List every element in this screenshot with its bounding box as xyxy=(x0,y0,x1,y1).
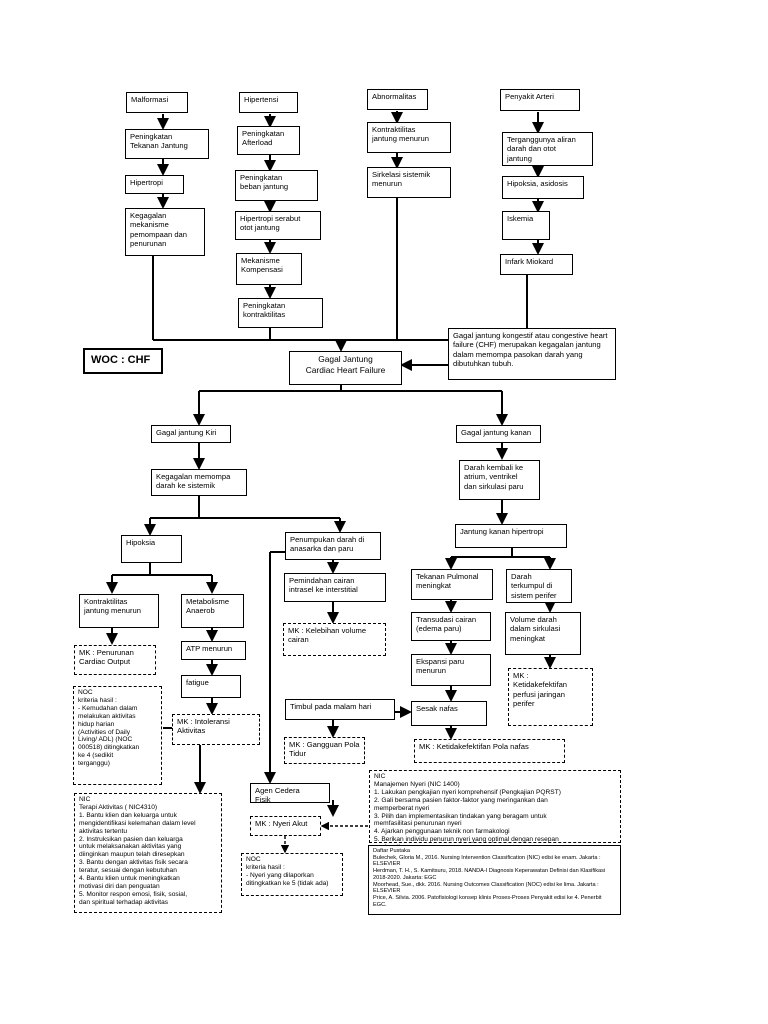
node-penyakit-arteri: Penyakit Arteri xyxy=(500,89,580,111)
node-peningkatan-tekanan: Peningkatan Tekanan Jantung xyxy=(125,129,209,159)
node-mekanisme-kompensasi: Mekanisme Kompensasi xyxy=(236,253,302,285)
mk-nyeri-akut: MK : Nyeri Akut xyxy=(250,816,321,836)
mk-kelebihan-volume: MK : Kelebihan volume cairan xyxy=(283,623,386,656)
node-hipertropi-serabut: Hipertropi serabut otot jantung xyxy=(235,211,321,240)
nic-manajemen-nyeri: NIC Manajemen Nyeri (NIC 1400) 1. Lakuka… xyxy=(369,770,621,851)
mk-perfusi-perifer: MK : Ketidakefektifan perfusi jaringan p… xyxy=(508,668,593,726)
node-abnormalitas: Abnormalitas xyxy=(367,89,428,110)
node-gagal-kiri: Gagal jantung Kiri xyxy=(151,425,231,443)
node-darah-kembali: Darah kembali ke atrium, ventrikel dan s… xyxy=(459,460,540,500)
node-atp-menurun: ATP menurun xyxy=(181,641,246,660)
node-hipertensi: Hipertensi xyxy=(239,92,298,113)
nic-terapi-aktivitas: NIC Terapi Aktivitas ( NIC4310) 1. Bantu… xyxy=(74,793,222,913)
node-hipoksia: Hipoksia xyxy=(121,535,182,563)
node-kegagalan-mekanisme: Kegagalan mekanisme pemompaan dan penuru… xyxy=(125,208,205,256)
mk-gangguan-pola-tidur: MK : Gangguan Pola Tidur xyxy=(284,737,365,764)
mk-pola-nafas: MK : Ketidakefektifan Pola nafas xyxy=(414,739,565,763)
node-iskemia: Iskemia xyxy=(502,211,550,240)
node-timbul-malam: Timbul pada malam hari xyxy=(285,699,395,720)
node-peningkatan-afterload: Peningkatan Afterload xyxy=(237,126,300,155)
node-kontraktilitas-top: Kontraktilitas jantung menurun xyxy=(367,122,451,153)
daftar-pustaka: Daftar Pustaka Bulechek, Gloria M., 2016… xyxy=(368,845,621,915)
node-jantung-kanan-hipertropi: Jantung kanan hipertropi xyxy=(455,524,567,548)
node-agen-cedera: Agen Cedera Fisik xyxy=(250,783,330,804)
node-gagal-jantung: Gagal Jantung Cardiac Heart Failure xyxy=(289,351,402,385)
noc-nyeri: NOC kriteria hasil : - Nyeri yang dilapo… xyxy=(241,853,343,896)
node-hipertropi: Hipertropi xyxy=(125,175,184,194)
node-kontraktilitas-menurun: Kontraktilitas jantung menurun xyxy=(79,594,159,628)
node-fatigue: fatigue xyxy=(181,675,241,698)
node-penumpukan: Penumpukan darah di anasarka dan paru xyxy=(285,532,381,560)
node-sirkelasi: Sirkelasi sistemik menurun xyxy=(367,167,451,198)
node-metabolisme: Metabolisme Anaerob xyxy=(181,594,244,628)
woc-title: WOC : CHF xyxy=(83,348,163,374)
definition-box: Gagal jantung kongestif atau congestive … xyxy=(448,328,616,380)
node-transudasi: Transudasi cairan (edema paru) xyxy=(411,612,491,641)
node-darah-terkumpul: Darah terkumpul di sistem perifer xyxy=(506,569,572,603)
node-sesak-nafas: Sesak nafas xyxy=(411,701,487,726)
node-hipoksia-asidosis: Hipoksia, asidosis xyxy=(502,176,584,199)
node-ekspansi: Ekspansi paru menurun xyxy=(411,654,491,686)
node-tekanan-pulmonal: Tekanan Pulmonal meningkat xyxy=(411,569,493,600)
node-malformasi: Malformasi xyxy=(126,92,188,113)
node-gagal-kanan: Gagal jantung kanan xyxy=(456,425,541,443)
node-infark: Infark Miokard xyxy=(500,254,573,275)
mk-cardiac-output: MK : Penurunan Cardiac Output xyxy=(74,645,156,675)
node-terganggunya: Terganggunya aliran darah dan otot jantu… xyxy=(502,132,593,166)
node-pemindahan-cairan: Pemindahan cairan intrasel ke interstiti… xyxy=(284,573,386,602)
node-kegagalan-memompa: Kegagalan memompa darah ke sistemik xyxy=(151,469,247,496)
mk-intoleransi-aktivitas: MK : Intoleransi Aktivitas xyxy=(172,714,260,745)
node-peningkatan-beban: Peningkatan beban jantung xyxy=(235,170,318,201)
node-volume-darah: Volume darah dalam sirkulasi meningkat xyxy=(505,612,581,655)
noc-activity: NOC kriteria hasil : - Kemudahan dalam m… xyxy=(73,686,162,785)
node-peningkatan-kontraktilitas: Peningkatan kontraktilitas xyxy=(238,298,323,328)
